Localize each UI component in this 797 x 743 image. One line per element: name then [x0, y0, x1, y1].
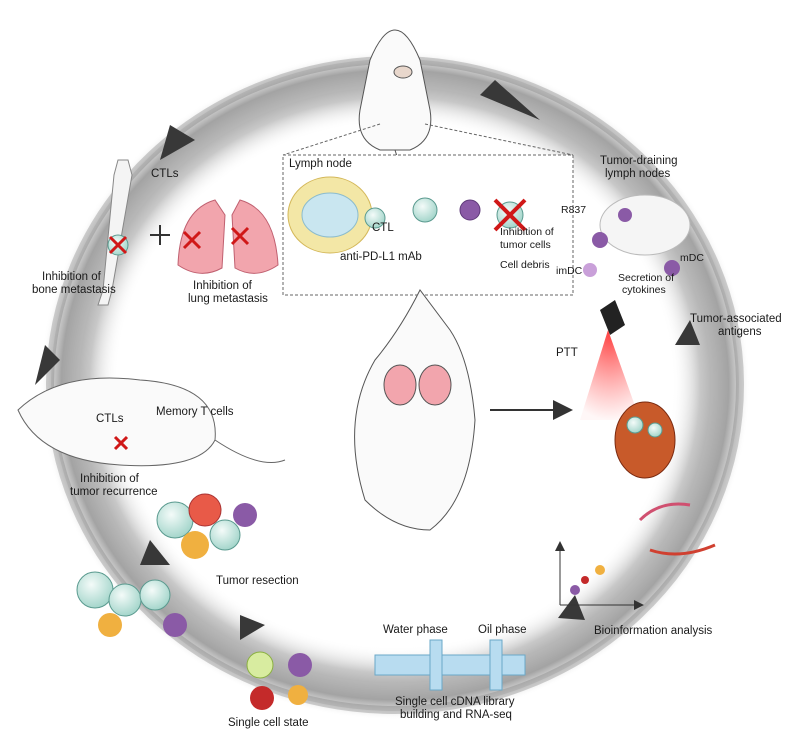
dendritic-cell-icon: [459, 199, 481, 221]
side-mouse-icon: [17, 377, 286, 467]
label-inhibition-recur-2: tumor recurrence: [70, 486, 158, 498]
arrow-left: [35, 345, 60, 385]
arrow-bottom-left: [240, 615, 265, 640]
label-inhibition-lung-1: Inhibition of: [193, 280, 252, 292]
arrow-right: [675, 320, 700, 345]
label-ctl-inset: CTL: [372, 222, 394, 234]
cycle-arrows: [35, 80, 700, 640]
label-imdc: imDC: [556, 265, 583, 277]
microfluidic-chip-icon: [374, 639, 526, 691]
label-inhibition-lung-2: lung metastasis: [188, 293, 268, 305]
label-mdc: mDC: [680, 252, 704, 264]
lymph-node-inset: [282, 123, 574, 296]
label-secretion-1: Secretion of: [618, 272, 675, 284]
label-cdna-2: building and RNA-seq: [400, 709, 512, 721]
label-single-cell-state: Single cell state: [228, 717, 309, 729]
label-water-phase: Water phase: [383, 624, 448, 636]
arrow-bottom-right: [558, 595, 585, 620]
label-inhibition-tumor-cells-2: tumor cells: [500, 239, 551, 251]
label-oil-phase: Oil phase: [478, 624, 527, 636]
label-taa-1: Tumor-associated: [690, 313, 782, 325]
label-r837: R837: [561, 204, 587, 216]
label-ctls-mid: CTLs: [96, 413, 124, 425]
label-taa-2: antigens: [718, 326, 762, 338]
label-memory-t: Memory T cells: [156, 406, 234, 418]
label-tdln-2: lymph nodes: [605, 168, 671, 180]
top-mouse-icon: [358, 29, 481, 178]
label-bioinfo: Bioinformation analysis: [594, 625, 713, 637]
label-inhibition-tumor-cells-1: Inhibition of: [500, 226, 554, 238]
tumor-cluster-left: [76, 571, 187, 637]
label-secretion-2: cytokines: [622, 284, 666, 296]
red-x-icon: [493, 198, 527, 232]
central-mouse-icon: [354, 289, 476, 531]
label-ptt: PTT: [556, 347, 578, 359]
label-inhibition-recur-1: Inhibition of: [80, 473, 139, 485]
bone-icon: [97, 159, 133, 306]
t-cell-icon: [364, 207, 386, 229]
label-tdln-1: Tumor-draining: [600, 155, 678, 167]
label-inhibition-bone-2: bone metastasis: [32, 284, 116, 296]
laser-icon: [580, 300, 640, 420]
label-anti-pdl1: anti-PD-L1 mAb: [340, 251, 422, 263]
label-inhibition-bone-1: Inhibition of: [42, 271, 101, 283]
nanoparticle-icon: [614, 401, 676, 479]
label-ctls-top: CTLs: [151, 168, 179, 180]
lung-icon: [177, 199, 279, 274]
plus-sign: [150, 225, 170, 245]
tumor-draining-lymph-node: [583, 194, 691, 277]
scatter-plot-icon: [555, 502, 716, 610]
single-cells: [246, 651, 312, 710]
label-cell-debris: Cell debris: [500, 259, 550, 271]
label-lymph-node: Lymph node: [289, 158, 352, 170]
arrow-lower-left: [140, 540, 170, 565]
arrow-top-left: [160, 125, 195, 160]
label-tumor-resection: Tumor resection: [216, 575, 299, 587]
arrow-top-right: [480, 80, 540, 120]
label-cdna-1: Single cell cDNA library: [395, 696, 515, 708]
tumor-cluster-resection: [156, 493, 257, 559]
